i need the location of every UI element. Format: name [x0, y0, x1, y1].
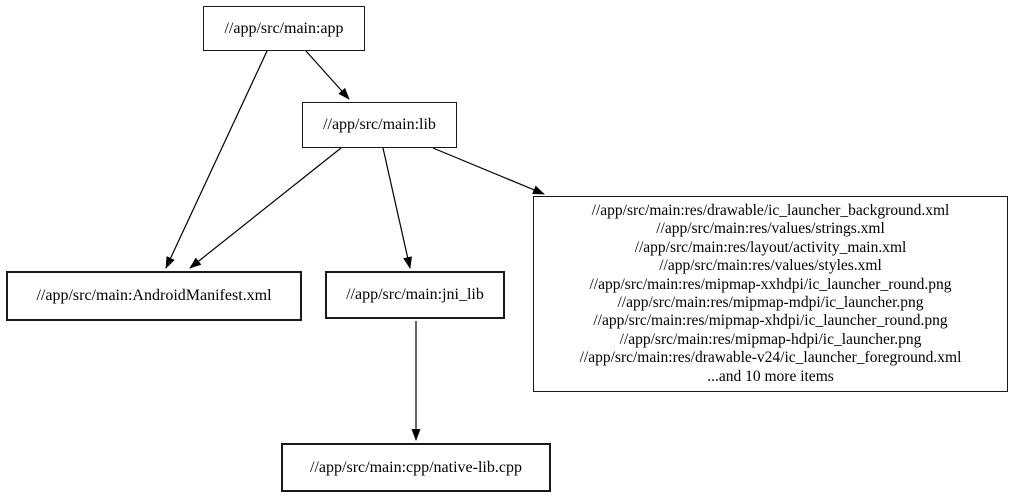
edge-lib-to-manifest	[189, 147, 342, 269]
node-label-native-lib-cpp: //app/src/main:cpp/native-lib.cpp	[310, 458, 522, 476]
resource-line-more-items: ...and 10 more items	[707, 367, 834, 385]
resource-line: //app/src/main:res/values/strings.xml	[656, 220, 885, 238]
graph-node-android-manifest: //app/src/main:AndroidManifest.xml	[6, 271, 302, 321]
graph-node-native-lib-cpp: //app/src/main:cpp/native-lib.cpp	[281, 443, 551, 492]
edge-app-to-manifest	[165, 50, 268, 269]
resource-line: //app/src/main:res/values/styles.xml	[659, 257, 882, 275]
graph-node-app: //app/src/main:app	[203, 6, 365, 51]
resource-line: //app/src/main:res/mipmap-xhdpi/ic_launc…	[593, 312, 948, 330]
resource-line: //app/src/main:res/mipmap-mdpi/ic_launch…	[617, 294, 924, 311]
resource-line: //app/src/main:res/mipmap-xxhdpi/ic_laun…	[589, 275, 952, 293]
resource-line: //app/src/main:res/drawable/ic_launcher_…	[591, 201, 950, 219]
node-label-app: //app/src/main:app	[224, 19, 344, 37]
edge-app-to-lib	[305, 50, 350, 100]
graph-node-jni-lib: //app/src/main:jni_lib	[325, 271, 505, 319]
graph-node-resources: //app/src/main:res/drawable/ic_launcher_…	[533, 196, 1008, 392]
resource-line: //app/src/main:res/mipmap-hdpi/ic_launch…	[619, 330, 922, 348]
resource-line: //app/src/main:res/layout/activity_main.…	[634, 238, 907, 256]
resource-line: //app/src/main:res/drawable-v24/ic_launc…	[579, 349, 962, 367]
edge-lib-to-resources	[432, 147, 545, 195]
edge-lib-to-jni-lib	[382, 147, 412, 269]
node-label-jni-lib: //app/src/main:jni_lib	[346, 286, 484, 303]
node-label-android-manifest: //app/src/main:AndroidManifest.xml	[36, 287, 272, 304]
node-label-lib: //app/src/main:lib	[323, 116, 436, 133]
graph-node-lib: //app/src/main:lib	[302, 102, 457, 148]
